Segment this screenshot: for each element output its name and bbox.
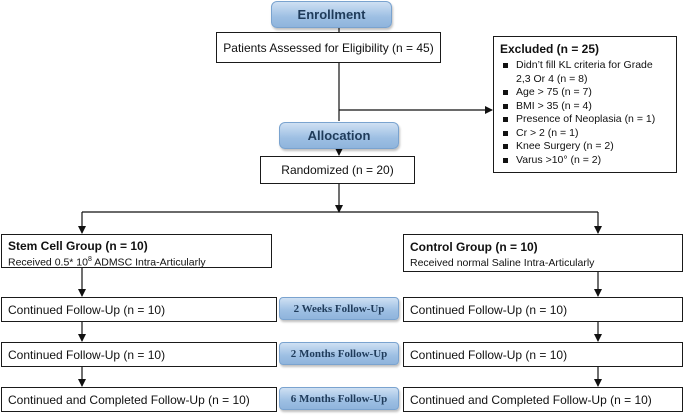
excluded-item: BMI > 35 (n = 4) — [500, 100, 670, 114]
control-followup-6-months: Continued and Completed Follow-Up (n = 1… — [403, 387, 683, 412]
control-group-title: Control Group (n = 10) — [410, 240, 538, 254]
excluded-item: Knee Surgery (n = 2) — [500, 140, 670, 154]
control-followup-2-weeks: Continued Follow-Up (n = 10) — [403, 297, 683, 322]
excluded-item: Didn’t fill KL criteria for Grade 2,3 Or… — [500, 59, 670, 86]
excluded-item: Presence of Neoplasia (n = 1) — [500, 113, 670, 127]
control-followup-2-months: Continued Follow-Up (n = 10) — [403, 342, 683, 367]
assessed-text: Patients Assessed for Eligibility (n = 4… — [223, 40, 434, 55]
randomized-box: Randomized (n = 20) — [260, 156, 415, 184]
control-group-subtitle: Received normal Saline Intra-Articularly — [410, 257, 595, 269]
allocation-label: Allocation — [307, 128, 371, 143]
stem-cell-group-subtitle: Received 0.5* 108 ADMSC Intra-Articularl… — [8, 256, 206, 269]
randomized-text: Randomized (n = 20) — [281, 163, 394, 177]
stem-followup-2-months: Continued Follow-Up (n = 10) — [1, 342, 277, 367]
followup-stage-2-months: 2 Months Follow-Up — [279, 342, 399, 365]
stem-followup-2-weeks: Continued Follow-Up (n = 10) — [1, 297, 277, 322]
excluded-list: Didn’t fill KL criteria for Grade 2,3 Or… — [500, 59, 670, 167]
followup-stage-2-weeks: 2 Weeks Follow-Up — [279, 297, 399, 320]
control-group-box: Control Group (n = 10) Received normal S… — [403, 234, 683, 272]
excluded-box: Excluded (n = 25) Didn’t fill KL criteri… — [493, 36, 677, 173]
stem-cell-group-title: Stem Cell Group (n = 10) — [8, 239, 148, 253]
excluded-item: Age > 75 (n = 7) — [500, 86, 670, 100]
excluded-title: Excluded (n = 25) — [500, 42, 600, 56]
enrollment-stage: Enrollment — [271, 1, 392, 28]
assessed-box: Patients Assessed for Eligibility (n = 4… — [216, 32, 441, 63]
excluded-item: Cr > 2 (n = 1) — [500, 127, 670, 141]
excluded-item: Varus >10° (n = 2) — [500, 154, 670, 168]
stem-followup-6-months: Continued and Completed Follow-Up (n = 1… — [1, 387, 277, 412]
enrollment-label: Enrollment — [297, 7, 366, 22]
stem-cell-group-box: Stem Cell Group (n = 10) Received 0.5* 1… — [1, 234, 272, 269]
allocation-stage: Allocation — [279, 122, 399, 149]
followup-stage-6-months: 6 Months Follow-Up — [279, 387, 399, 410]
